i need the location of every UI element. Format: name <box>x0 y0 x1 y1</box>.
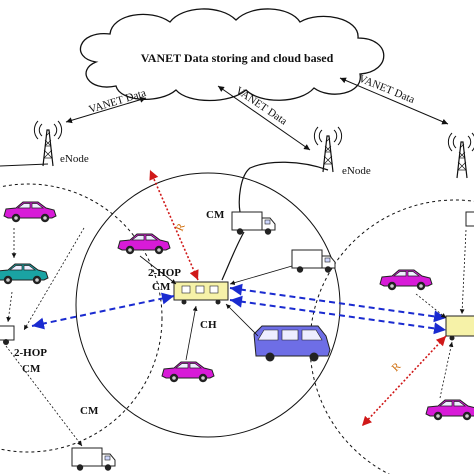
center-car-bottom-icon <box>161 361 215 383</box>
right-radius-arrow <box>361 335 447 427</box>
left-arrow-b <box>6 291 13 323</box>
ch-node-icon <box>173 281 229 305</box>
left-tower-label: eNode <box>60 153 89 165</box>
ch-to-right-link-upper <box>229 283 447 323</box>
center-radius-label: R <box>174 221 188 233</box>
left-tower-icon <box>33 120 63 167</box>
right-cluster-circle <box>309 199 474 474</box>
arrow-car-bottom-to-ch <box>185 305 198 361</box>
center-two-hop-line2: CM <box>152 281 171 293</box>
truck-to-ch-wire <box>221 231 245 281</box>
center-van-icon <box>253 325 331 362</box>
left-tower-wire <box>0 163 49 167</box>
cloud-title: VANET Data storing and cloud based <box>141 51 334 65</box>
left-two-hop-line1: 2-HOP <box>14 347 47 359</box>
left-small-truck-icon <box>0 325 15 345</box>
bottom-cm-label: CM <box>80 405 99 417</box>
arrow-van-to-ch <box>225 303 259 337</box>
left-teal-car-icon <box>0 263 49 285</box>
ch-label: CH <box>200 319 217 331</box>
middle-tower-label: eNode <box>342 165 371 177</box>
left-link-arrow <box>65 96 147 124</box>
right-small-truck-icon <box>465 211 474 227</box>
arrow-truck-to-ch <box>229 265 293 285</box>
center-car-left-icon <box>117 233 171 255</box>
middle-link-arrow <box>217 85 311 151</box>
tower-to-truck-wire <box>238 161 329 213</box>
cloud: VANET Data storing and cloud based <box>79 8 385 102</box>
right-link-arrow <box>339 77 449 125</box>
ch-to-left-link <box>31 292 175 330</box>
right-arrow-b <box>459 229 467 315</box>
center-two-hop-line1: 2-HOP <box>148 267 181 279</box>
right-car-top-icon <box>379 269 433 291</box>
right-arrow-c <box>439 341 454 399</box>
center-radius-arrow <box>149 169 199 281</box>
cm-top-label: CM <box>206 209 225 221</box>
bottom-cm-truck-icon <box>71 447 116 472</box>
cm-top-truck-icon <box>231 211 276 236</box>
left-link-label: VANET Data <box>87 87 147 116</box>
center-truck-right-icon <box>291 249 336 274</box>
left-arrow-d <box>5 345 83 447</box>
right-radius-label: R <box>390 360 404 374</box>
right-car-bottom-icon <box>425 399 474 421</box>
right-ch-node-icon <box>445 315 474 341</box>
right-tower-icon <box>447 132 474 179</box>
left-car-top-icon <box>3 201 57 223</box>
ch-to-right-link-lower <box>229 295 447 335</box>
left-two-hop-line2: CM <box>22 363 41 375</box>
right-arrow-a <box>415 293 447 319</box>
middle-tower-icon <box>313 126 343 173</box>
